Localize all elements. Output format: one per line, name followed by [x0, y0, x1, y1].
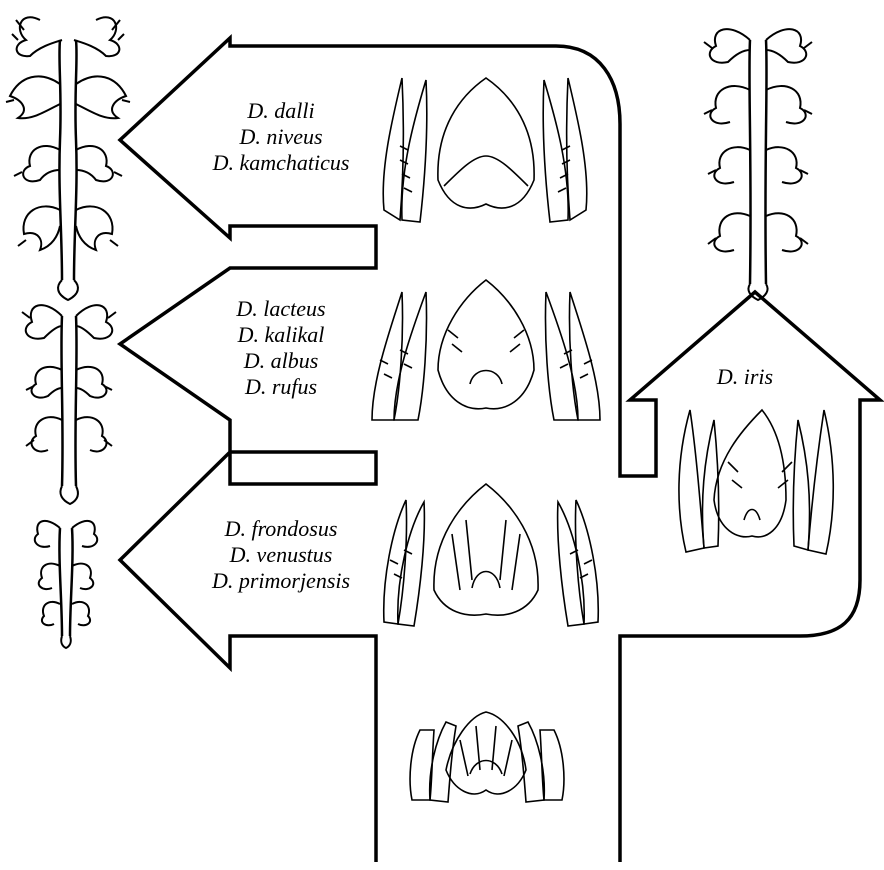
- species-label: D. kamchaticus: [186, 150, 376, 176]
- species-group-2: D. lacteus D. kalikal D. albus D. rufus: [196, 296, 366, 400]
- mouthparts-group-3: [384, 484, 599, 626]
- species-label: D. lacteus: [196, 296, 366, 322]
- organism-large-left: [6, 17, 130, 300]
- species-label: D. iris: [700, 364, 790, 390]
- organism-right: [704, 29, 812, 300]
- species-label: D. venustus: [186, 542, 376, 568]
- species-group-1: D. dalli D. niveus D. kamchaticus: [186, 98, 376, 176]
- species-label: D. primorjensis: [186, 568, 376, 594]
- mouthparts-ancestral: [410, 712, 564, 802]
- species-group-3: D. frondosus D. venustus D. primorjensis: [186, 516, 376, 594]
- species-label: D. albus: [196, 348, 366, 374]
- species-label: D. dalli: [186, 98, 376, 124]
- mouthparts-group-2: [372, 280, 600, 420]
- species-label: D. rufus: [196, 374, 366, 400]
- organism-medium-left: [22, 305, 116, 504]
- species-label: D. kalikal: [196, 322, 366, 348]
- organism-small-left: [35, 521, 97, 648]
- species-label: D. niveus: [186, 124, 376, 150]
- species-label: D. frondosus: [186, 516, 376, 542]
- species-group-iris: D. iris: [700, 364, 790, 390]
- mouthparts-iris: [679, 410, 833, 554]
- mouthparts-group-1: [383, 78, 587, 222]
